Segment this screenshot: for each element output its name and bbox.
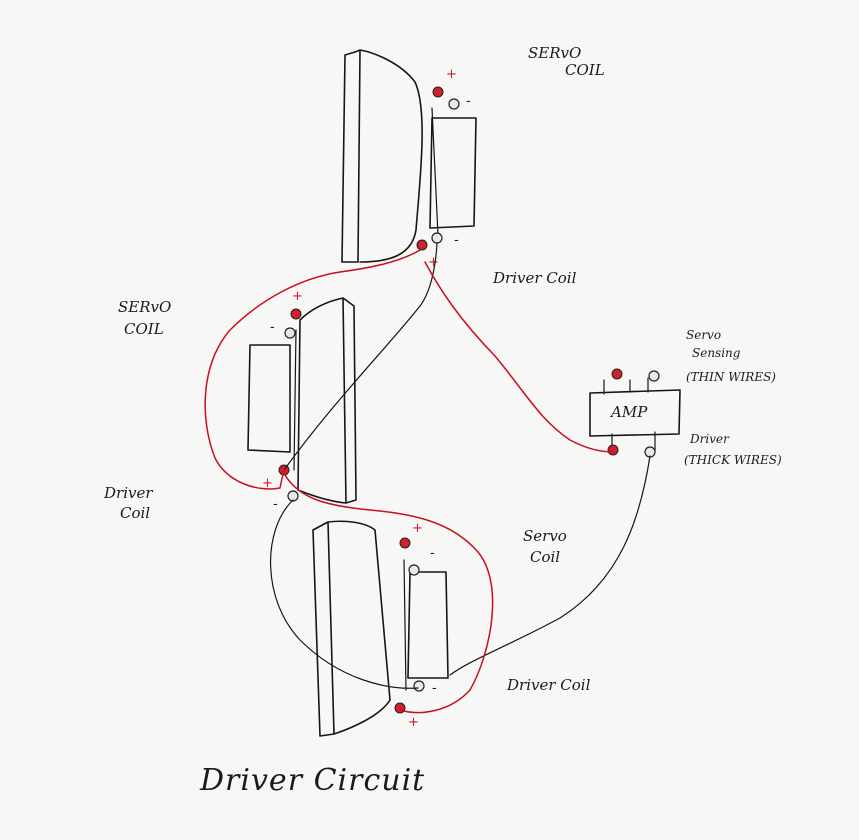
sign-bot-servo-plus: + bbox=[412, 521, 423, 536]
speaker-top bbox=[341, 49, 477, 263]
wire-top-driver-plus-to-amp bbox=[424, 261, 614, 453]
wire-top-driver-minus-to-mid-driver-plus bbox=[283, 242, 438, 471]
label-servo-coil-top-2: COIL bbox=[565, 61, 605, 79]
sign-top-servo-minus: - bbox=[466, 94, 471, 109]
sign-mid-driver-plus: + bbox=[262, 476, 273, 491]
sign-top-driver-minus: - bbox=[454, 233, 459, 248]
speaker-top-magnet bbox=[429, 117, 477, 229]
speaker-bottom-servo-minus-terminal bbox=[408, 564, 420, 576]
label-driver-amp: Driver bbox=[689, 432, 730, 446]
amp-box: AMP bbox=[589, 377, 681, 453]
speaker-middle-cone bbox=[297, 297, 357, 504]
label-servo-coil-mid-1: SERvO bbox=[118, 298, 171, 316]
sign-mid-servo-plus: + bbox=[292, 289, 303, 304]
speaker-middle-servo-plus-terminal bbox=[290, 308, 302, 320]
amp-sense-minus-terminal bbox=[648, 370, 660, 382]
label-thin-wires: (THIN WIRES) bbox=[686, 370, 776, 384]
label-servo-coil-mid-2: COIL bbox=[124, 320, 164, 338]
speaker-top-frame-line bbox=[431, 107, 439, 236]
speaker-middle-servo-minus-terminal bbox=[284, 327, 296, 339]
diagram-title: Driver Circuit bbox=[199, 763, 425, 798]
label-servo-coil-top-1: SERvO bbox=[528, 44, 581, 62]
wire-top-driver-to-mid-driver-plus bbox=[204, 249, 421, 490]
label-servo-sensing-1: Servo bbox=[686, 328, 721, 342]
speaker-middle-magnet bbox=[247, 344, 291, 453]
speaker-middle bbox=[247, 297, 357, 504]
speaker-bottom-frame-line bbox=[403, 559, 407, 691]
label-servo-coil-bot-2: Coil bbox=[530, 548, 560, 566]
label-driver-coil-mid-1: Driver bbox=[103, 484, 153, 502]
wire-mid-driver-to-bottom-servo bbox=[284, 474, 494, 714]
sign-mid-servo-minus: - bbox=[270, 320, 275, 335]
amp-label: AMP bbox=[609, 403, 648, 421]
label-servo-sensing-2: Sensing bbox=[692, 346, 741, 360]
speaker-bottom-servo-plus-terminal bbox=[399, 537, 411, 549]
speaker-top-cone bbox=[341, 49, 423, 263]
wire-mid-driver-minus-to-bottom bbox=[269, 499, 419, 689]
wire-amp-driver-minus-to-bottom bbox=[449, 455, 651, 676]
speaker-bottom-cone bbox=[312, 520, 391, 737]
speaker-middle-driver-minus-terminal bbox=[287, 490, 299, 502]
sign-top-driver-plus: + bbox=[428, 255, 439, 270]
sign-bot-driver-plus: + bbox=[408, 715, 419, 730]
speaker-bottom bbox=[312, 520, 449, 737]
label-driver-coil-top: Driver Coil bbox=[492, 269, 577, 287]
speaker-bottom-magnet bbox=[407, 571, 449, 679]
label-driver-coil-mid-2: Coil bbox=[120, 504, 150, 522]
label-driver-coil-bot: Driver Coil bbox=[506, 676, 591, 694]
sign-top-servo-plus: + bbox=[446, 67, 457, 82]
label-servo-coil-bot-1: Servo bbox=[523, 527, 567, 545]
speaker-top-servo-minus-terminal bbox=[448, 98, 460, 110]
speaker-top-driver-plus-terminal bbox=[416, 239, 428, 251]
sign-bot-servo-minus: - bbox=[430, 546, 435, 561]
label-thick-wires: (THICK WIRES) bbox=[684, 453, 782, 467]
speaker-middle-frame-line bbox=[293, 329, 297, 471]
sign-mid-driver-minus: - bbox=[273, 497, 278, 512]
sign-bot-driver-minus: - bbox=[432, 681, 437, 696]
amp-sense-plus-terminal bbox=[611, 368, 623, 380]
speaker-top-servo-plus-terminal bbox=[432, 86, 444, 98]
